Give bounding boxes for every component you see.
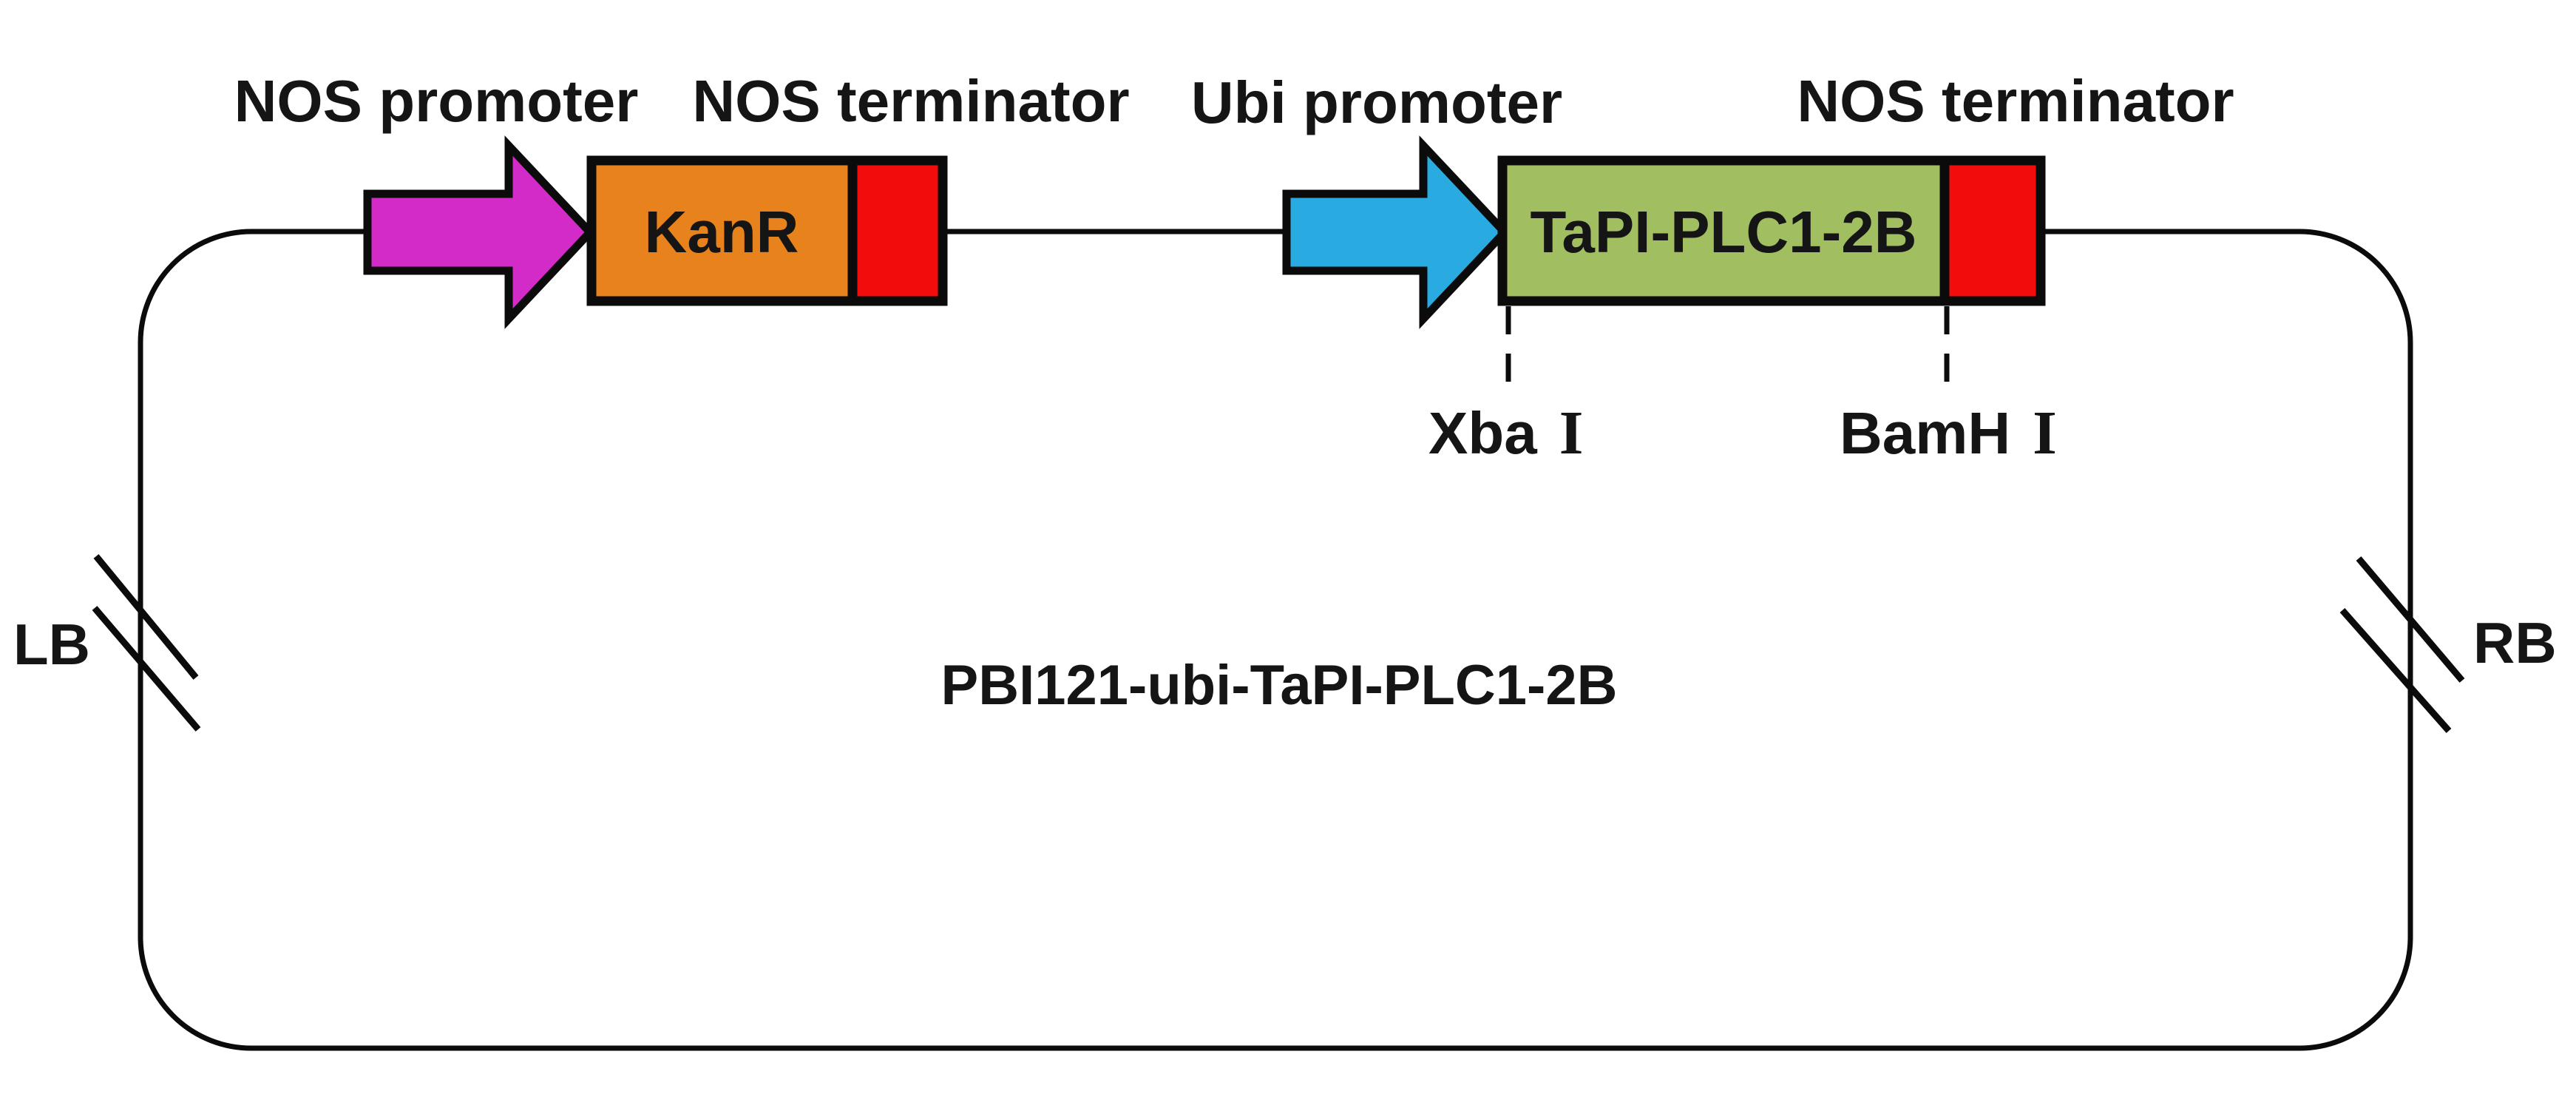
plasmid-title: PBI121-ubi-TaPI-PLC1-2B xyxy=(941,654,1618,717)
labels-group: NOS promoter NOS terminator Ubi promoter… xyxy=(13,68,2557,717)
xba-site-name: Xba xyxy=(1428,400,1537,466)
ubi-promoter-arrow xyxy=(1282,135,1511,329)
nos-terminator-label-1: NOS terminator xyxy=(692,68,1129,134)
bamh-site-label: BamH I xyxy=(1840,399,2057,467)
nos-terminator-label-2: NOS terminator xyxy=(1797,68,2234,134)
ubi-promoter-label: Ubi promoter xyxy=(1191,70,1562,135)
rb-label: RB xyxy=(2473,610,2557,675)
nos-promoter-label: NOS promoter xyxy=(234,68,639,134)
nos-promoter-arrow xyxy=(363,135,596,329)
nos-terminator-box-2 xyxy=(1939,155,2046,306)
rb-break-slash-2 xyxy=(2339,608,2452,733)
kanr-gene-label: KanR xyxy=(645,199,799,265)
bamh-site-name: BamH xyxy=(1840,400,2010,466)
rb-break-slash-1 xyxy=(2356,556,2465,683)
tapi-gene-label: TaPI-PLC1-2B xyxy=(1530,199,1916,265)
nos-terminator-box-1 xyxy=(847,155,948,306)
xba-site-label: Xba I xyxy=(1428,399,1583,467)
plasmid-backbone xyxy=(138,229,2413,1051)
construct-elements-group xyxy=(363,135,2046,329)
lb-break-slash-2 xyxy=(92,606,201,732)
backbone-group xyxy=(92,229,2465,1051)
xba-site-numeral: I xyxy=(1559,399,1584,467)
lb-label: LB xyxy=(13,612,90,677)
bamh-site-numeral: I xyxy=(2033,399,2057,467)
lb-break-slash-1 xyxy=(93,554,199,680)
